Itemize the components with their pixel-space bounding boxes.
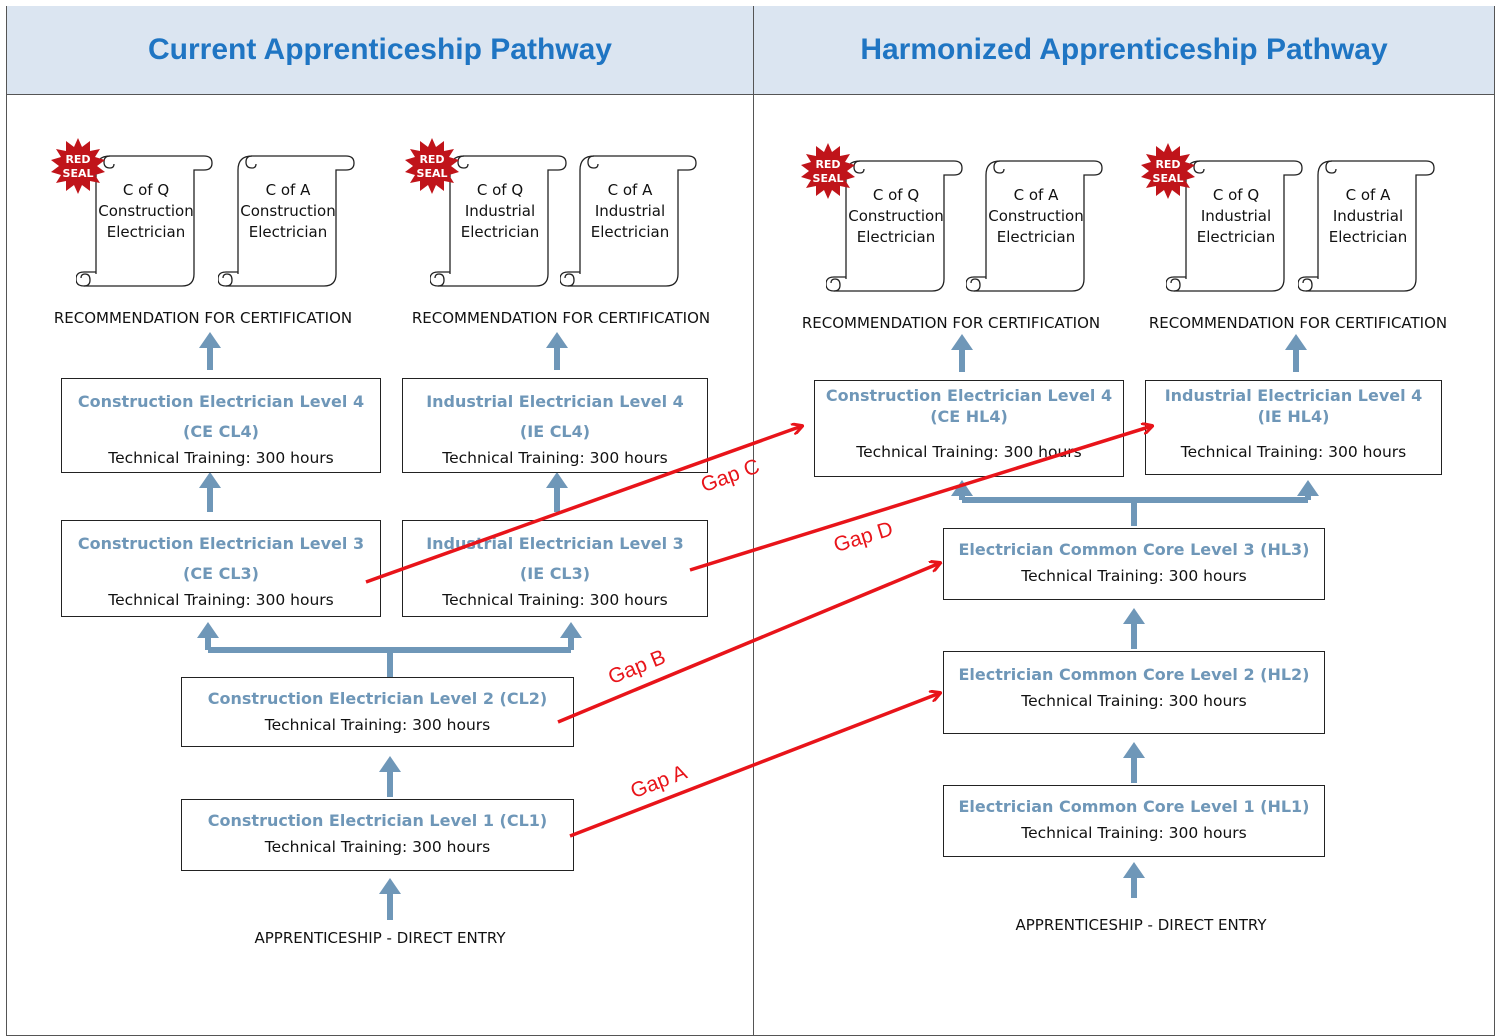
up-arrow-head [1285,334,1307,350]
box-ce-hl4: Construction Electrician Level 4 (CE HL4… [814,380,1124,477]
direct-entry-label: APPRENTICESHIP - DIRECT ENTRY [254,929,506,947]
up-arrow-head [546,472,568,488]
box-ce-cl3: Construction Electrician Level 3 (CE CL3… [61,520,381,617]
up-arrow-head [199,472,221,488]
up-arrow-head [1297,480,1319,496]
box-ce-cl4: Construction Electrician Level 4 (CE CL4… [61,378,381,473]
recommendation-label: RECOMMENDATION FOR CERTIFICATION [411,309,711,327]
direct-entry-label: APPRENTICESHIP - DIRECT ENTRY [1015,916,1267,934]
box-hl1: Electrician Common Core Level 1 (HL1) Te… [943,785,1325,857]
box-ie-hl4: Industrial Electrician Level 4 (IE HL4) … [1145,380,1442,475]
recommendation-label: RECOMMENDATION FOR CERTIFICATION [1148,314,1448,332]
recommendation-label: RECOMMENDATION FOR CERTIFICATION [53,309,353,327]
recommendation-label: RECOMMENDATION FOR CERTIFICATION [801,314,1101,332]
up-arrow-head [546,332,568,348]
up-arrow-head [951,480,973,496]
up-arrow-head [199,332,221,348]
up-arrow-head [1123,862,1145,878]
up-arrow-head [197,622,219,638]
box-hl3: Electrician Common Core Level 3 (HL3) Te… [943,528,1325,600]
current-pathway-header: Current Apprenticeship Pathway [7,6,753,95]
up-arrow-head [1123,608,1145,624]
box-cl2: Construction Electrician Level 2 (CL2) T… [181,677,574,747]
box-hl2: Electrician Common Core Level 2 (HL2) Te… [943,651,1325,734]
box-ie-cl4: Industrial Electrician Level 4 (IE CL4) … [402,378,708,473]
up-arrow-head [379,756,401,772]
up-arrow-head [951,334,973,350]
box-ie-cl3: Industrial Electrician Level 3 (IE CL3) … [402,520,708,617]
box-cl1: Construction Electrician Level 1 (CL1) T… [181,799,574,871]
harmonized-pathway-header: Harmonized Apprenticeship Pathway [754,6,1494,95]
up-arrow-head [379,878,401,894]
up-arrow-head [1123,742,1145,758]
up-arrow-head [560,622,582,638]
